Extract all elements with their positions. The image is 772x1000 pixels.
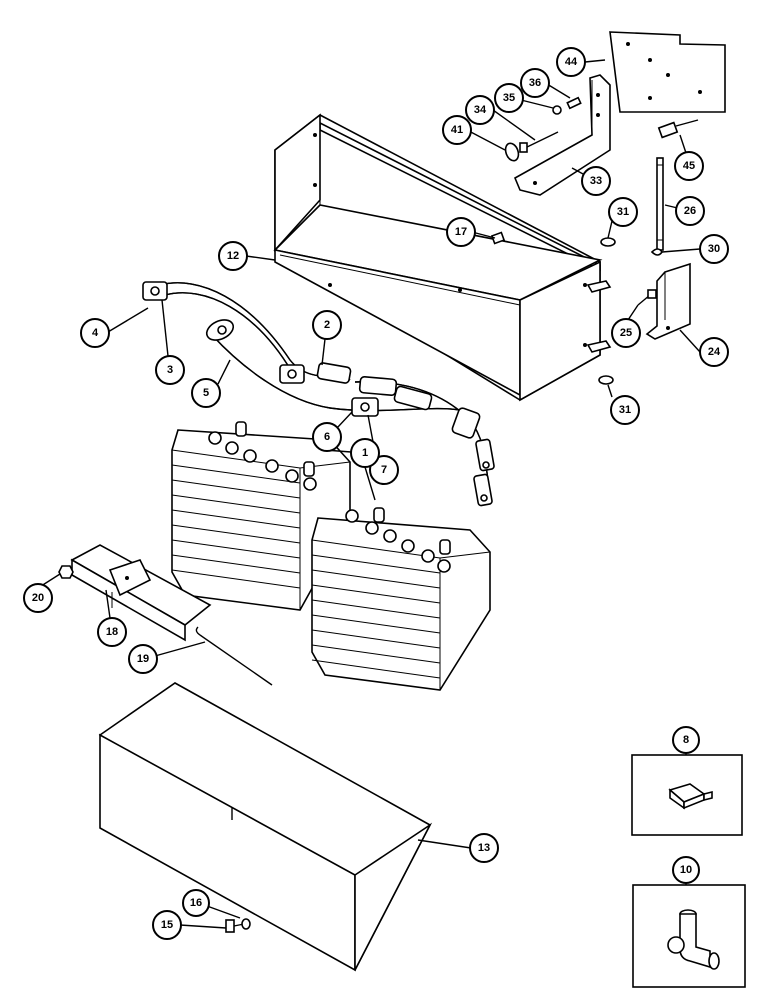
callout-19: 19 (128, 644, 158, 674)
bolt-45 (657, 119, 699, 139)
callout-15: 15 (152, 910, 182, 940)
svg-text:5: 5 (203, 387, 209, 399)
callout-1: 1 (350, 438, 380, 468)
svg-text:1: 1 (362, 447, 368, 459)
bolt-34 (519, 131, 559, 153)
washer-16 (241, 918, 251, 930)
svg-text:6: 6 (324, 431, 330, 443)
callout-12: 12 (218, 241, 248, 271)
callout-45: 45 (674, 151, 704, 181)
callout-31-bottom: 31 (610, 395, 640, 425)
svg-text:2: 2 (324, 319, 330, 331)
callout-25: 25 (611, 318, 641, 348)
svg-text:33: 33 (590, 175, 602, 187)
svg-text:19: 19 (137, 653, 149, 665)
battery-cables (142, 281, 495, 507)
angle-bracket (513, 74, 611, 196)
nut-35 (552, 105, 562, 115)
wire-clip-icon (668, 783, 713, 810)
callout-10: 10 (672, 856, 700, 884)
svg-text:18: 18 (106, 626, 118, 638)
callout-20: 20 (23, 583, 53, 613)
svg-text:24: 24 (708, 346, 721, 358)
lynch-pin-41 (504, 142, 520, 162)
svg-text:7: 7 (381, 464, 387, 476)
svg-text:34: 34 (474, 104, 487, 116)
svg-text:20: 20 (32, 592, 44, 604)
callout-2: 2 (312, 310, 342, 340)
battery-left (171, 421, 351, 611)
callout-41: 41 (442, 115, 472, 145)
callout-8: 8 (672, 726, 700, 754)
callout-6: 6 (312, 422, 342, 452)
rod-26 (656, 157, 664, 251)
callout-35: 35 (494, 83, 524, 113)
battery-tray (273, 113, 612, 402)
callout-36: 36 (520, 68, 550, 98)
leader-lines (37, 59, 701, 929)
svg-text:10: 10 (680, 864, 692, 876)
u-bracket-24 (645, 262, 691, 340)
callout-18: 18 (97, 617, 127, 647)
nut-20 (58, 565, 74, 579)
callout-17: 17 (446, 217, 476, 247)
detail-inset-8 (631, 754, 743, 836)
svg-text:36: 36 (529, 77, 541, 89)
callout-7: 7 (369, 455, 399, 485)
svg-text:16: 16 (190, 897, 202, 909)
callout-33: 33 (581, 166, 611, 196)
callout-31-top: 31 (608, 197, 638, 227)
callout-44: 44 (556, 47, 586, 77)
svg-text:26: 26 (684, 205, 696, 217)
callout-24: 24 (699, 337, 729, 367)
callout-5: 5 (191, 378, 221, 408)
svg-text:31: 31 (617, 206, 629, 218)
svg-text:15: 15 (161, 919, 173, 931)
svg-text:8: 8 (683, 734, 689, 746)
svg-text:41: 41 (451, 124, 463, 136)
svg-text:12: 12 (227, 250, 239, 262)
callout-13: 13 (469, 833, 499, 863)
svg-text:31: 31 (619, 404, 631, 416)
bolt-25 (637, 289, 657, 306)
rod-19 (195, 626, 273, 686)
callout-34: 34 (465, 95, 495, 125)
callout-30: 30 (699, 234, 729, 264)
washer-31-bottom (598, 375, 614, 385)
washer-31-top (600, 237, 616, 247)
svg-text:44: 44 (565, 56, 578, 68)
callout-3: 3 (155, 355, 185, 385)
bolt-36 (566, 96, 582, 110)
svg-text:45: 45 (683, 160, 695, 172)
bracket-plate (609, 31, 726, 113)
battery-right (311, 507, 491, 691)
svg-text:35: 35 (503, 92, 515, 104)
svg-text:17: 17 (455, 226, 467, 238)
callout-26: 26 (675, 196, 705, 226)
svg-text:13: 13 (478, 842, 490, 854)
callout-4: 4 (80, 318, 110, 348)
svg-text:25: 25 (620, 327, 632, 339)
svg-text:4: 4 (92, 327, 99, 339)
elbow-connector-icon (667, 909, 720, 970)
bolt-15 (225, 919, 245, 933)
callout-16: 16 (182, 889, 210, 917)
battery-cover (98, 682, 433, 972)
svg-text:3: 3 (167, 364, 173, 376)
detail-inset-10 (632, 884, 746, 988)
clip-30 (650, 248, 663, 256)
svg-text:30: 30 (708, 243, 720, 255)
